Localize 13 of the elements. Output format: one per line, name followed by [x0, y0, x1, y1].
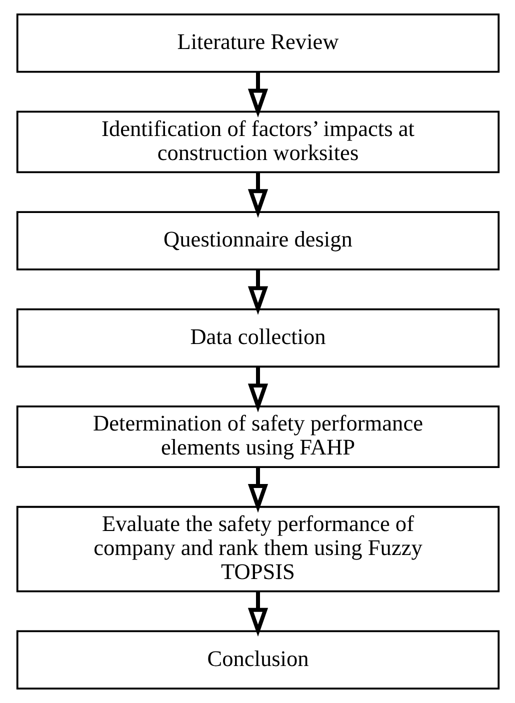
arrow	[247, 72, 268, 118]
arrow	[247, 591, 268, 637]
node-box: Identification of factors’ impacts at construction worksites	[16, 110, 500, 174]
node-box: Questionnaire design	[16, 211, 500, 270]
node-box: Data collection	[16, 308, 500, 368]
node-box: Literature Review	[16, 14, 500, 73]
arrow	[247, 172, 268, 218]
arrow	[247, 270, 268, 315]
node-box: Determination of safety performance elements using FAHP	[16, 406, 500, 468]
node-box: Conclusion	[16, 630, 500, 690]
arrow	[247, 468, 268, 513]
node-box: Evaluate the safety performance of company and rank them using Fuzzy TOPSIS	[16, 506, 500, 592]
arrow	[247, 366, 268, 412]
